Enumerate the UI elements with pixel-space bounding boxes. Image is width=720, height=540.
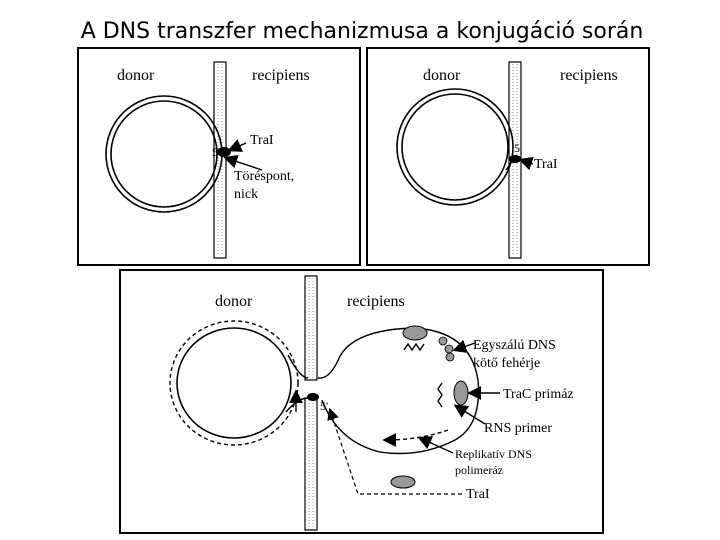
diagram-title: A DNS transzfer mechanizmusa a konjugáci… — [81, 19, 644, 44]
panel-3-polymerase-label-line2: polimeráz — [455, 463, 503, 477]
panel-2-trai-label: TraI — [534, 157, 558, 172]
panel-1-recipient-label: recipiens — [252, 67, 310, 84]
panel-1-nick-label-line1: Töréspont, — [234, 169, 294, 184]
panel-3-donor-label: donor — [215, 293, 253, 310]
panel-3: donor recipiens 5' — [120, 270, 603, 533]
panel-3-ssb-label-line2: kötő fehérje — [473, 356, 540, 371]
panel-3-ssb-label-line1: Egyszálú DNS — [473, 338, 556, 353]
panel-3-trai-protein — [307, 393, 319, 401]
panel-2-trai-protein — [509, 155, 521, 163]
panel-3-rna-primer-label: RNS primer — [484, 421, 552, 436]
panel-3-cell-wall — [305, 276, 317, 530]
panel-2-recipient-label: recipiens — [560, 67, 618, 84]
panel-2-donor-label: donor — [423, 67, 461, 84]
panel-1-cell-wall — [214, 62, 226, 258]
panel-1-five-prime: 5' — [212, 145, 220, 159]
panel-3-recipient-label: recipiens — [347, 293, 405, 310]
panel-3-free-trai — [391, 476, 415, 488]
panel-3-primase — [454, 381, 468, 405]
panel-3-polymerase-label-line1: Replikatív DNS — [455, 447, 532, 461]
panel-1-trai-label: TraI — [250, 133, 274, 148]
panel-1: donor recipiens 5' TraI Töréspont, nick — [78, 48, 360, 265]
panel-1-donor-label: donor — [117, 67, 155, 84]
panel-3-five-prime: 5' — [320, 399, 328, 413]
panel-3-primase-label: TraC primáz — [503, 387, 574, 402]
panel-3-trai-label: TraI — [466, 487, 490, 502]
panel-1-nick-label-line2: nick — [234, 187, 258, 202]
panel-2: donor recipiens 5' TraI — [367, 48, 649, 265]
panel-2-five-prime: 5' — [514, 141, 522, 155]
